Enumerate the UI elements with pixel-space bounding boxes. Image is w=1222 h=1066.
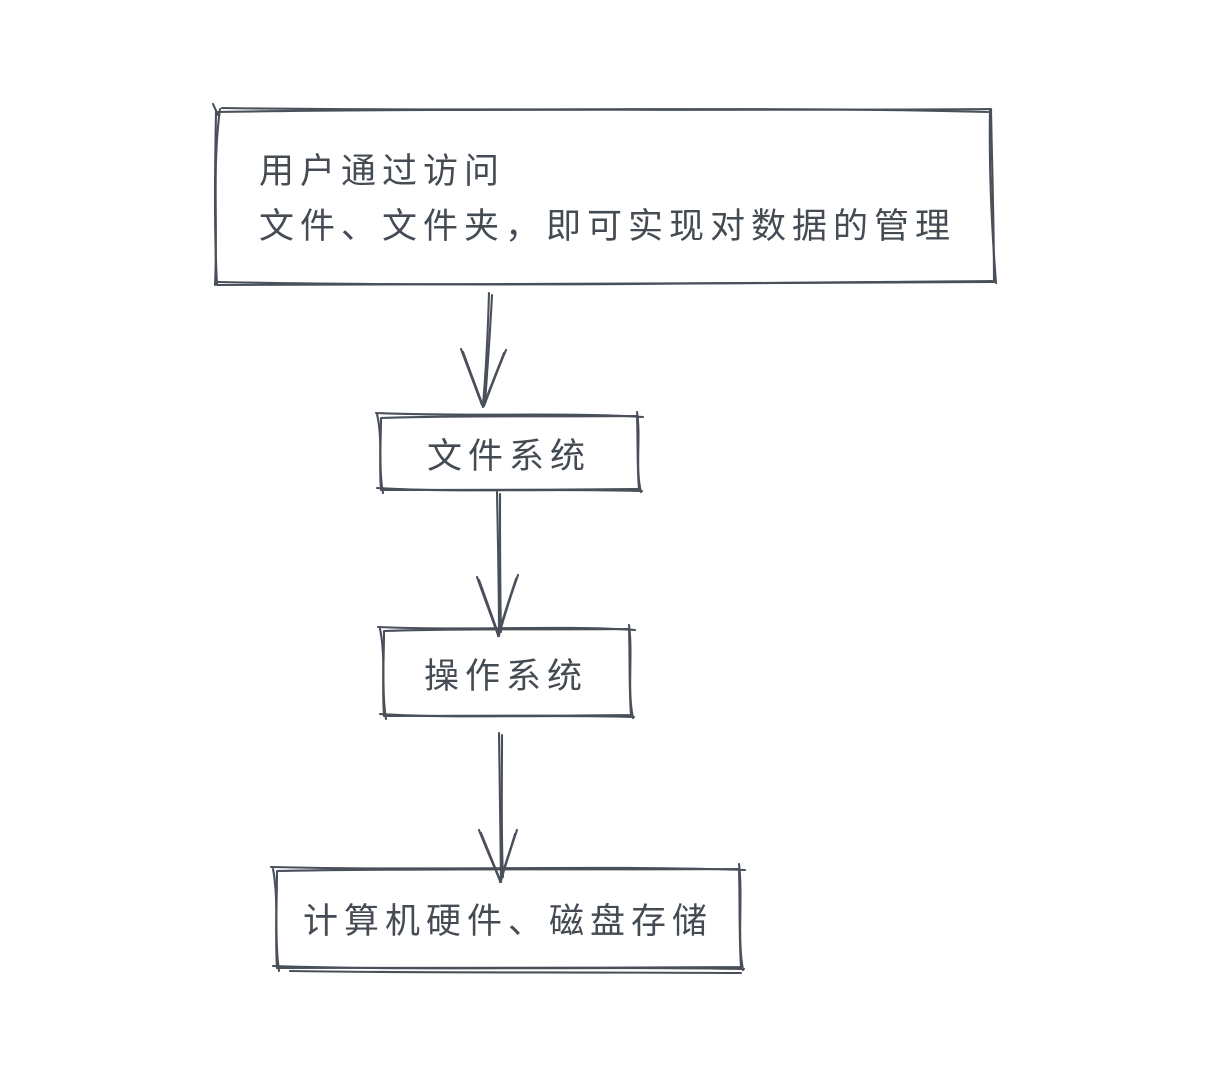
arrow-user-to-filesystem xyxy=(459,291,508,409)
arrow-os-to-hardware xyxy=(477,731,519,884)
node-label-user-access-line1: 用户通过访问 xyxy=(259,152,506,191)
node-label-operating-system: 操作系统 xyxy=(423,656,588,696)
arrow-filesystem-to-os xyxy=(475,490,520,638)
node-label-file-system: 文件系统 xyxy=(426,436,591,476)
node-box-user-access xyxy=(211,102,998,287)
node-label-user-access: 用户通过访问 文件、文件夹，即可实现对数据的管理 xyxy=(259,144,956,254)
node-box-file-system xyxy=(374,410,645,495)
node-box-operating-system xyxy=(376,623,637,721)
node-box-hardware-storage xyxy=(269,862,747,975)
node-label-hardware-storage: 计算机硬件、磁盘存储 xyxy=(302,902,713,941)
node-label-user-access-line2: 文件、文件夹，即可实现对数据的管理 xyxy=(259,207,957,246)
